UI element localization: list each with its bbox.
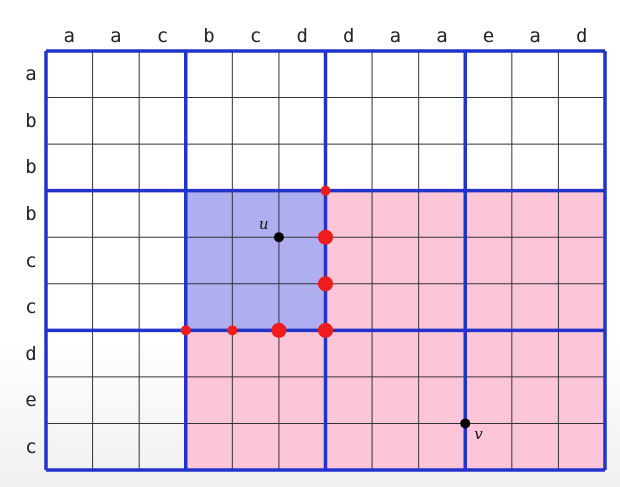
- red-dot: [318, 276, 333, 292]
- column-label: d: [343, 25, 355, 47]
- row-label: c: [25, 249, 37, 272]
- column-label: d: [296, 25, 308, 47]
- column-label: a: [389, 25, 402, 47]
- red-dot: [271, 322, 287, 338]
- point-v: [460, 418, 471, 429]
- column-label: c: [156, 25, 169, 47]
- point-label-u: u: [258, 215, 269, 234]
- red-dot: [318, 322, 333, 338]
- row-label: b: [25, 156, 37, 179]
- point-u: [273, 232, 284, 243]
- column-label: a: [63, 25, 75, 47]
- red-dot: [318, 229, 333, 245]
- row-label: e: [25, 389, 37, 412]
- red-dot: [227, 325, 238, 336]
- row-label: d: [25, 342, 37, 365]
- column-label: a: [110, 25, 122, 47]
- red-dot: [320, 185, 331, 196]
- column-label: e: [482, 25, 495, 47]
- point-label-v: v: [474, 425, 483, 444]
- column-label: a: [436, 25, 448, 47]
- row-label: a: [25, 63, 37, 86]
- row-label: b: [25, 202, 37, 225]
- column-label: c: [249, 25, 262, 47]
- row-label: c: [25, 435, 37, 458]
- column-label: a: [529, 25, 541, 47]
- column-label: d: [575, 25, 588, 47]
- column-label: b: [203, 25, 215, 47]
- pink-region-bottom: [185, 330, 326, 470]
- blue-region: [185, 190, 326, 331]
- red-dot: [180, 325, 191, 336]
- row-label: c: [25, 296, 37, 319]
- row-label: b: [25, 109, 37, 132]
